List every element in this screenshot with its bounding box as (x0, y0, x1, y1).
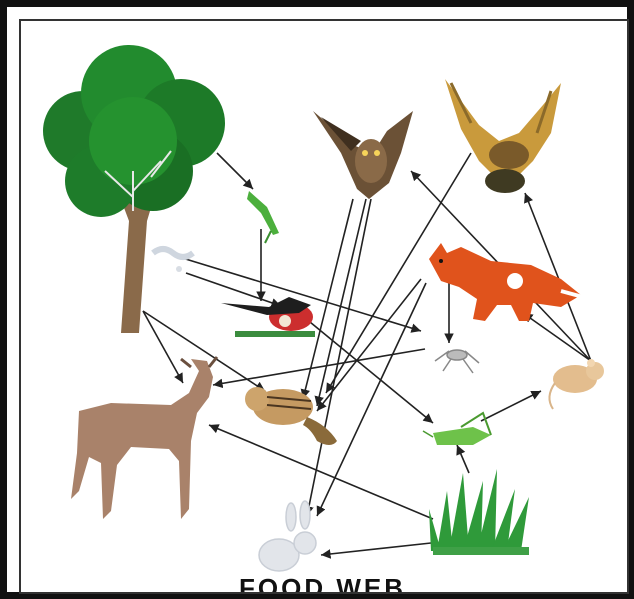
owl-icon (313, 111, 413, 199)
arrow-bird-to-grasshopper (299, 313, 433, 423)
hawk-icon (445, 79, 561, 193)
caterpillar-icon (153, 249, 193, 272)
grass-icon (429, 469, 529, 555)
chipmunk-icon (245, 387, 337, 445)
fox-icon (429, 243, 583, 321)
rabbit-icon (259, 501, 316, 571)
arrow-spider-deer (213, 349, 425, 385)
arrow-tree-to-deer (143, 311, 183, 383)
arrow-tree-to-grasshopper (217, 153, 253, 189)
arrows (143, 153, 591, 555)
mouse-icon (549, 359, 604, 409)
arrow-grass-to-rabbit (321, 543, 431, 555)
bird-icon (221, 297, 315, 337)
deer-icon (71, 357, 217, 519)
spider-icon (435, 350, 479, 373)
arrow-grasshopper-to-mouse (481, 391, 541, 421)
diagram-caption: FOOD WEB (239, 573, 406, 594)
arrow-caterpillar-to-bird (186, 273, 281, 306)
arrow-owl-chipmunk-2 (317, 199, 366, 406)
grasshopper-icon (423, 413, 491, 445)
arrow-fox-chipmunk (317, 279, 421, 411)
grasshopper-on-tree-icon (247, 191, 279, 243)
food-web-canvas (21, 21, 627, 592)
tree-icon (43, 45, 225, 333)
food-web-diagram: FOOD WEB (19, 19, 629, 594)
arrow-grass-to-grasshopper (457, 445, 469, 473)
